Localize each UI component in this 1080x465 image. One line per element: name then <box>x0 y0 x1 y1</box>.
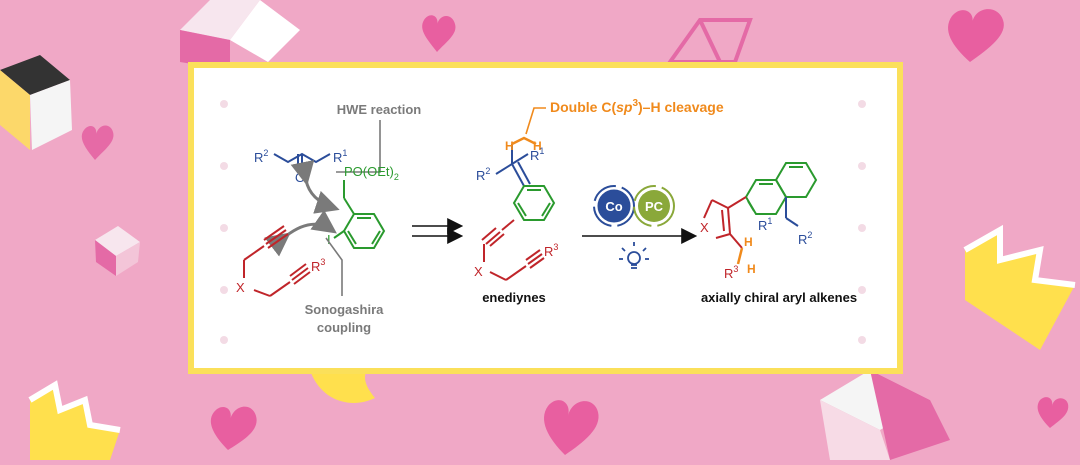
aryl-phosphonate-structure <box>333 180 386 249</box>
sonogashira-arrow <box>264 209 337 257</box>
ketone-r2: R2 <box>254 148 268 165</box>
ch2-highlight <box>511 136 537 146</box>
sonogashira-label-1: Sonogashira <box>305 302 385 317</box>
sonogashira-leader-line <box>325 237 343 296</box>
enediyne-alkene <box>495 144 531 187</box>
sonogashira-label-2: coupling <box>317 320 371 335</box>
diyne-structure <box>243 225 311 297</box>
enediyne-arene <box>512 185 556 221</box>
hwe-arrow <box>290 159 340 214</box>
product-naphthalene <box>744 162 818 215</box>
cube-icon <box>180 0 300 70</box>
reaction-scheme: HWE reaction R2 R1 O <box>220 98 866 344</box>
hwe-reaction-label: HWE reaction <box>337 102 422 117</box>
crown-icon <box>28 380 121 460</box>
moon-icon <box>310 365 375 403</box>
enediynes-label: enediynes <box>482 290 546 305</box>
heart-icon <box>81 125 114 160</box>
heart-icon <box>1037 397 1069 428</box>
co-label: Co <box>605 199 622 214</box>
enediyne-r1: R1 <box>530 146 544 163</box>
ketone-o: O <box>295 170 305 185</box>
crown-icon <box>963 224 1076 350</box>
diyne-x: X <box>236 280 245 295</box>
cube-icon <box>0 55 72 150</box>
product-r3: R3 <box>724 264 738 281</box>
product-ch-highlight <box>736 247 744 265</box>
enediyne-h1: H <box>505 139 514 153</box>
lightbulb-icon <box>619 242 649 269</box>
phosphonate-label: PO(OEt)2 <box>344 164 399 182</box>
heart-icon <box>948 9 1004 62</box>
enediyne-x: X <box>474 264 483 279</box>
double-cleavage-label: Double C(sp3)–H cleavage <box>550 98 724 115</box>
enediyne-r3: R3 <box>544 242 558 259</box>
enediyne-h2: H <box>533 139 542 153</box>
pc-label: PC <box>645 199 664 214</box>
product-x: X <box>700 220 709 235</box>
hwe-leader-line <box>336 120 381 173</box>
product-h2: H <box>747 262 756 276</box>
enediyne-r2: R2 <box>476 166 490 183</box>
cleavage-leader-line <box>525 107 546 135</box>
cube-icon <box>95 226 140 276</box>
panel-dots <box>220 100 866 344</box>
product-r1: R1 <box>758 216 772 233</box>
product-ring <box>703 196 747 249</box>
product-label: axially chiral aryl alkenes <box>701 290 857 305</box>
ketone-structure <box>273 152 331 168</box>
diyne-r3: R3 <box>311 257 325 274</box>
product-benzyl-arm <box>785 197 799 227</box>
pc-catalyst-icon: PC <box>633 185 675 227</box>
heart-icon <box>422 15 456 52</box>
product-h1: H <box>744 235 753 249</box>
heart-icon <box>544 400 599 455</box>
house-icon <box>666 18 753 64</box>
cube-icon <box>820 370 950 460</box>
heart-icon <box>210 406 257 450</box>
co-catalyst-icon: Co <box>593 185 635 227</box>
enediyne-diyne <box>481 219 545 281</box>
scheme-panel: HWE reaction R2 R1 O <box>188 62 903 374</box>
ketone-r1: R1 <box>333 148 347 165</box>
product-r2: R2 <box>798 230 812 247</box>
